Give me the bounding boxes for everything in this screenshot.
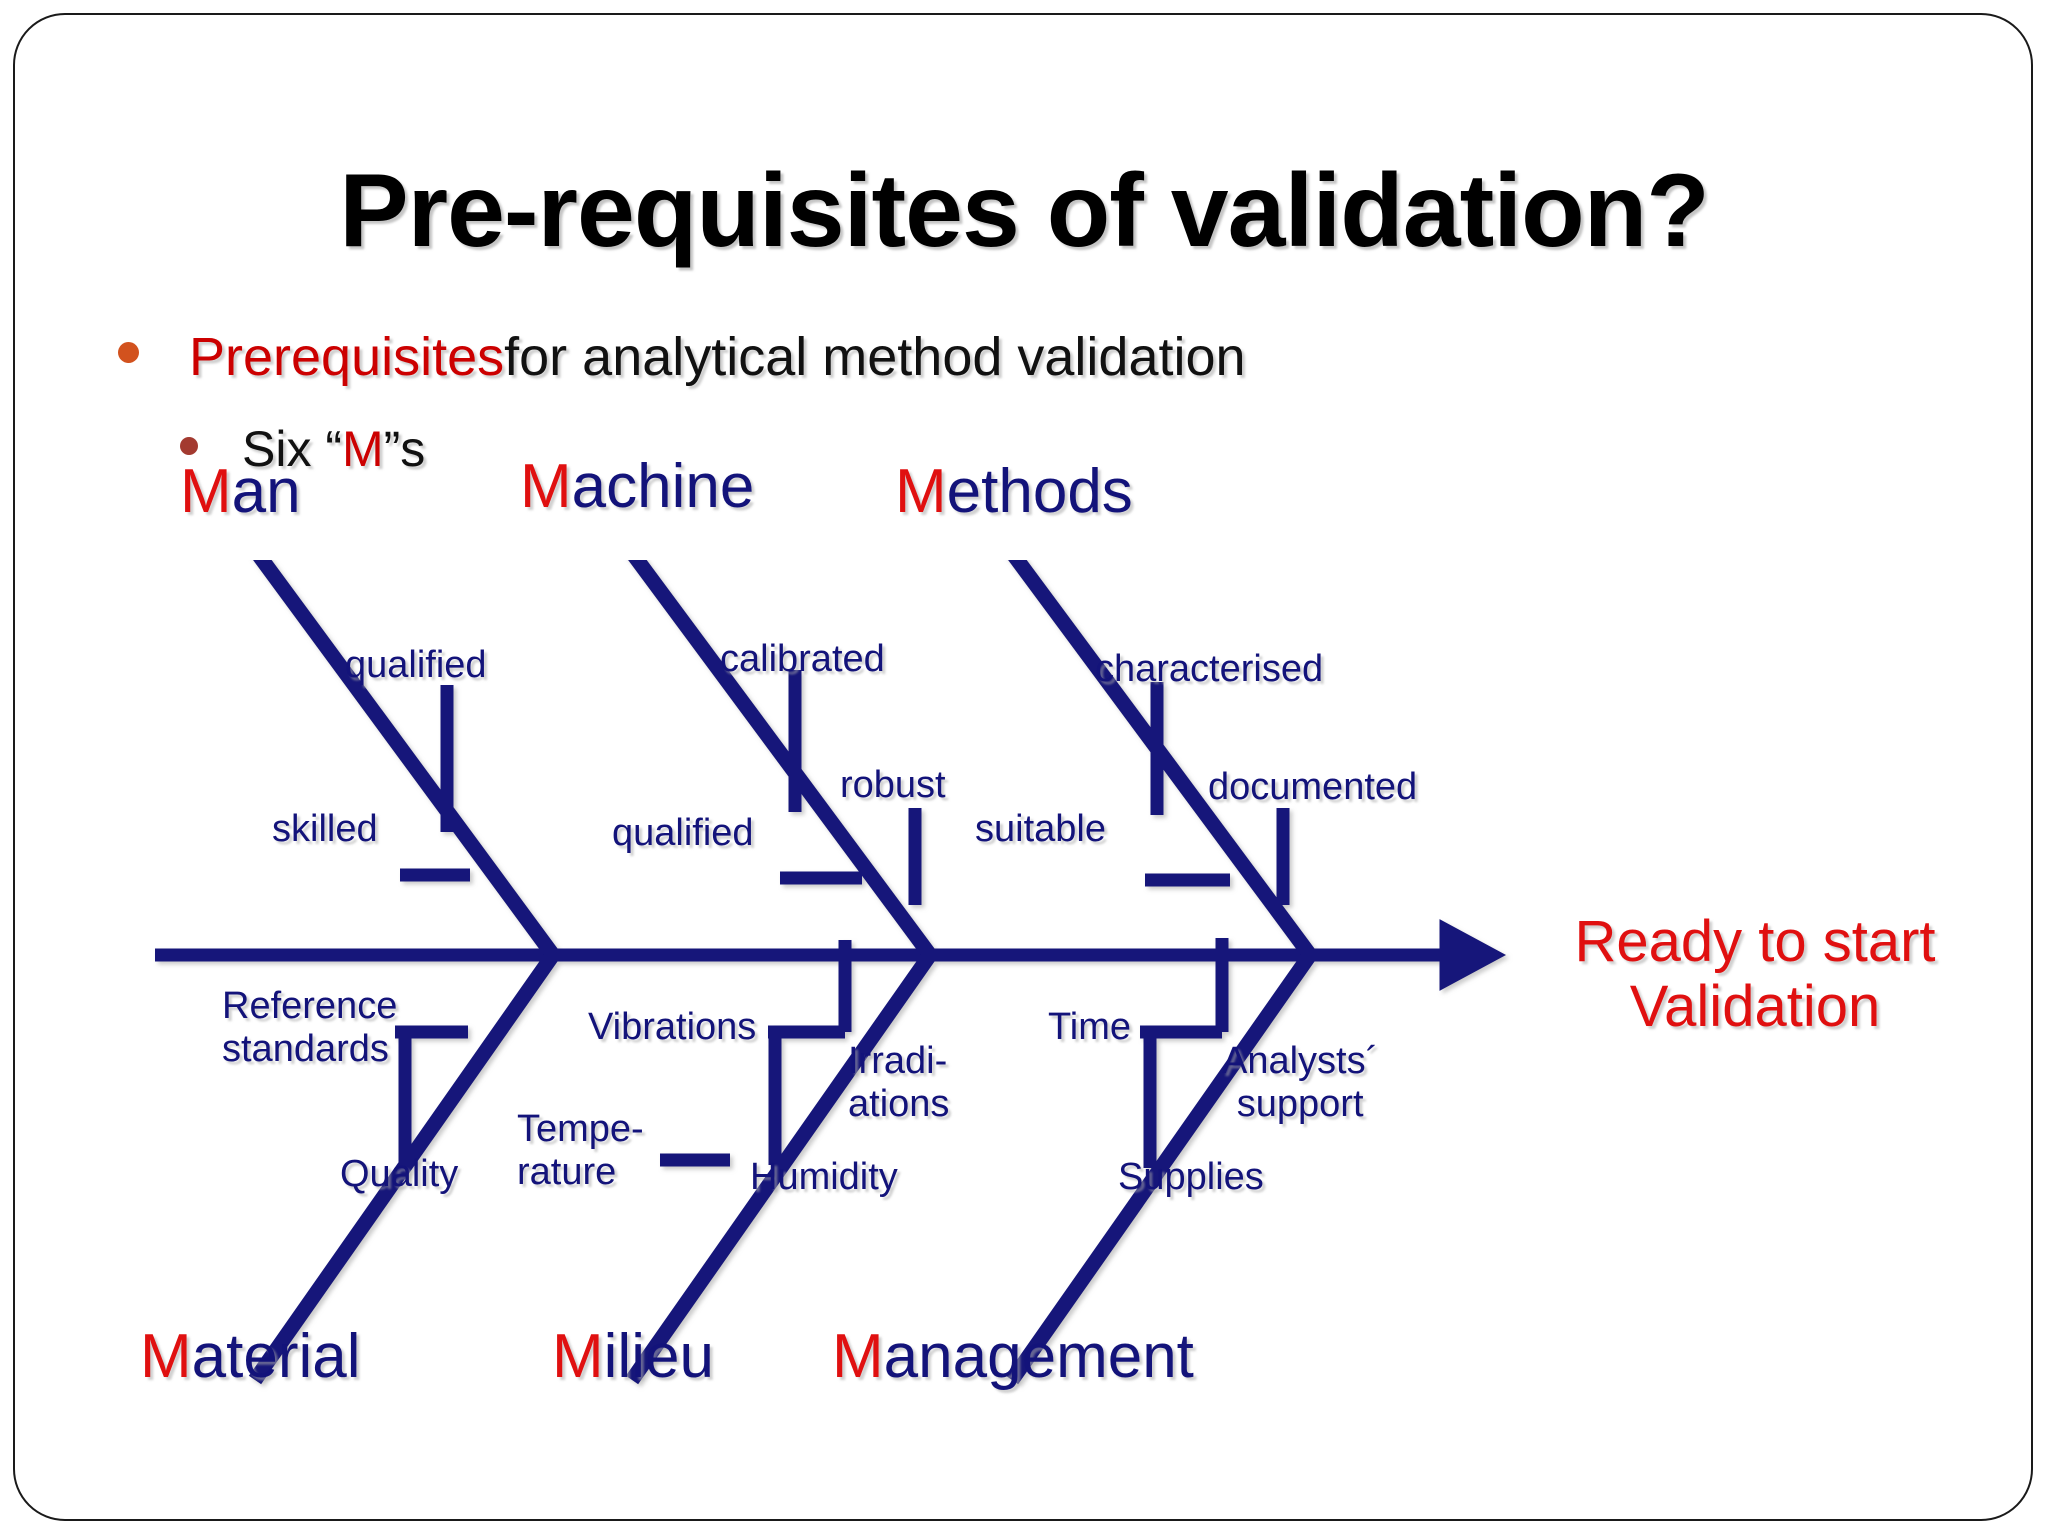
reference-line-1: Reference: [222, 985, 398, 1027]
bone-management: [1005, 950, 1317, 1385]
temperature-line-2: rature: [517, 1150, 617, 1193]
category-methods-m: M: [895, 457, 947, 526]
category-man-tail: an: [231, 457, 301, 526]
cause-label-characterised: characterised: [1095, 648, 1324, 690]
category-management-tail: anagement: [883, 1322, 1194, 1391]
outcome-label: Ready to start Validation: [1520, 909, 1990, 1040]
fishbone-diagram: Man Machine Methods Material Milieu Mana…: [0, 455, 2048, 1400]
category-material-tail: aterial: [191, 1322, 361, 1391]
outcome-line-2: Validation: [1629, 973, 1881, 1039]
cause-label-calibrated: calibrated: [720, 638, 885, 680]
category-label-machine: Machine: [520, 455, 754, 519]
category-material-m: M: [140, 1322, 192, 1391]
analysts-line-1: Analysts´: [1222, 1040, 1379, 1082]
outcome-line-1: Ready to start: [1574, 909, 1936, 974]
analysts-line-2: support: [1236, 1082, 1364, 1125]
category-milieu-m: M: [552, 1322, 604, 1391]
category-label-milieu: Milieu: [552, 1325, 714, 1389]
cause-label-irradiations: Irradi- ations: [848, 1040, 949, 1125]
bullet-item-prerequisites: Prerequisites for analytical method vali…: [118, 326, 1246, 388]
bone-material: [248, 950, 560, 1385]
category-management-m: M: [832, 1322, 884, 1391]
temperature-line-1: Tempe-: [517, 1108, 644, 1150]
cause-label-robust: robust: [840, 764, 946, 806]
category-methods-tail: ethods: [946, 457, 1133, 526]
cause-label-reference-standards: Reference standards: [222, 985, 397, 1070]
category-label-material: Material: [140, 1325, 361, 1389]
six-ms-suffix: ”s: [383, 421, 426, 477]
cause-label-suitable: suitable: [975, 808, 1106, 850]
sub-bullet-marker-icon: [180, 437, 198, 455]
fishbone-skeleton: [155, 560, 1507, 1385]
category-man-m: M: [180, 457, 232, 526]
bullet-lead-text: Prerequisites: [189, 327, 505, 387]
reference-line-2: standards: [222, 1027, 389, 1070]
cause-label-analysts-support: Analysts´ support: [1222, 1040, 1378, 1125]
cause-label-vibrations: Vibrations: [588, 1006, 757, 1048]
category-machine-tail: achine: [571, 452, 755, 521]
cause-label-supplies: Supplies: [1118, 1156, 1264, 1198]
category-machine-m: M: [520, 452, 572, 521]
page-title: Pre-requisites of validation?: [339, 153, 1710, 269]
cause-label-qualified-machine: qualified: [612, 812, 754, 854]
irradiations-line-2: ations: [848, 1082, 950, 1125]
category-label-methods: Methods: [895, 460, 1133, 524]
cause-label-documented: documented: [1208, 766, 1418, 808]
category-milieu-tail: ilieu: [603, 1322, 714, 1391]
category-label-management: Management: [832, 1325, 1194, 1389]
cause-label-temperature: Tempe- rature: [517, 1108, 644, 1193]
cause-label-quality: Quality: [340, 1153, 459, 1195]
bone-machine: [628, 560, 937, 960]
six-ms-prefix: Six “: [242, 421, 342, 477]
cause-label-skilled: skilled: [272, 808, 378, 850]
cause-label-humidity: Humidity: [750, 1156, 898, 1198]
irradiations-line-1: Irradi-: [848, 1040, 948, 1082]
bullet-marker-icon: [118, 342, 139, 363]
cause-label-time: Time: [1048, 1006, 1132, 1048]
bullet-item-six-ms: Six “ M ”s: [180, 420, 425, 478]
category-label-man: Man: [180, 460, 301, 524]
bone-milieu: [625, 950, 937, 1385]
cause-label-qualified-man: qualified: [345, 644, 487, 686]
bone-man: [253, 560, 560, 960]
six-ms-highlight: M: [342, 421, 384, 477]
spine-arrowhead: [1439, 919, 1507, 991]
bullet-rest-text: for analytical method validation: [504, 327, 1246, 387]
